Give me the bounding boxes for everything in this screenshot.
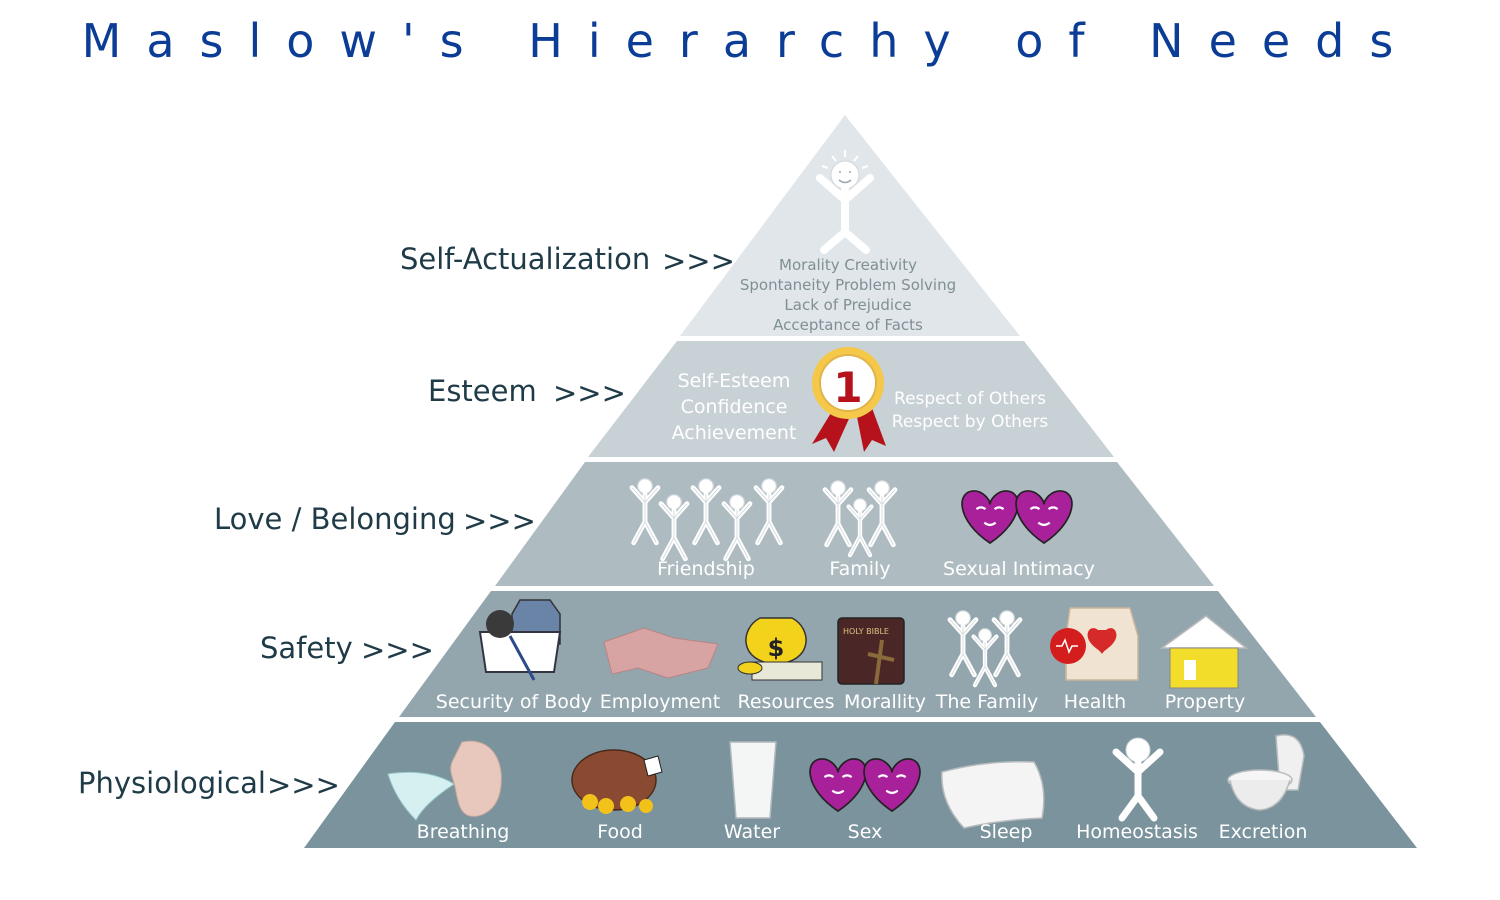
esteem-item: Confidence	[681, 396, 788, 418]
arrow-esteem: >>>	[553, 376, 626, 410]
pillow-icon	[941, 760, 1045, 829]
water-glass-icon	[729, 741, 777, 819]
handshake-icon	[603, 627, 719, 679]
physiological-item: Sleep	[980, 821, 1033, 843]
safety-item: The Family	[935, 691, 1039, 713]
arrow-safety: >>>	[361, 633, 434, 667]
safety-item: Morallity	[844, 691, 926, 713]
label-love-belonging: Love / Belonging	[214, 502, 456, 536]
award-ribbon-icon: 1	[812, 347, 886, 452]
toilet-icon	[1227, 734, 1305, 811]
breathing-icon	[387, 740, 502, 821]
label-esteem: Esteem	[428, 374, 537, 408]
award-number: 1	[833, 363, 862, 412]
food-icon	[571, 749, 663, 814]
love-item-family: Family	[829, 558, 890, 580]
self-actualization-item: Acceptance of Facts	[773, 316, 923, 334]
house-icon	[1159, 615, 1249, 689]
self-actualization-item: Lack of Prejudice	[784, 296, 911, 314]
physiological-item: Food	[597, 821, 643, 843]
physiological-item: Sex	[848, 821, 883, 843]
physiological-item: Excretion	[1219, 821, 1308, 843]
label-safety: Safety	[260, 631, 353, 665]
esteem-item: Respect of Others	[894, 389, 1046, 409]
arrow-self-actualization: >>>	[662, 244, 735, 278]
self-actualization-item: Spontaneity Problem Solving	[740, 276, 956, 294]
safety-item: Security of Body	[436, 691, 592, 713]
happy-person-icon	[816, 150, 874, 254]
safety-item: Resources	[737, 691, 834, 713]
esteem-item: Self-Esteem	[678, 370, 791, 392]
tier-self-actualization	[680, 115, 1020, 336]
esteem-item: Achievement	[672, 422, 797, 444]
health-icon	[1050, 607, 1139, 681]
svg-text:$: $	[768, 634, 785, 662]
bible-title: HOLY BIBLE	[843, 627, 889, 636]
bible-icon: HOLY BIBLE	[837, 617, 905, 685]
love-item-sexual-intimacy: Sexual Intimacy	[943, 558, 1095, 580]
body-armor-icon	[478, 599, 562, 681]
physiological-item: Homeostasis	[1076, 821, 1198, 843]
page-title: Maslow's Hierarchy of Needs	[81, 14, 1419, 68]
safety-item: Health	[1064, 691, 1126, 713]
physiological-item: Water	[724, 821, 780, 843]
physiological-item: Breathing	[417, 821, 510, 843]
homeostasis-person-icon	[1112, 737, 1164, 822]
self-actualization-item: Morality Creativity	[779, 256, 917, 274]
money-bag-icon: $	[737, 617, 823, 681]
arrow-love-belonging: >>>	[463, 504, 536, 538]
esteem-item: Respect by Others	[892, 412, 1049, 432]
label-physiological: Physiological	[78, 766, 266, 800]
safety-item: Employment	[600, 691, 720, 713]
love-item-friendship: Friendship	[657, 558, 755, 580]
label-self-actualization: Self-Actualization	[400, 242, 651, 276]
arrow-physiological: >>>	[267, 768, 340, 802]
safety-item: Property	[1165, 691, 1245, 713]
